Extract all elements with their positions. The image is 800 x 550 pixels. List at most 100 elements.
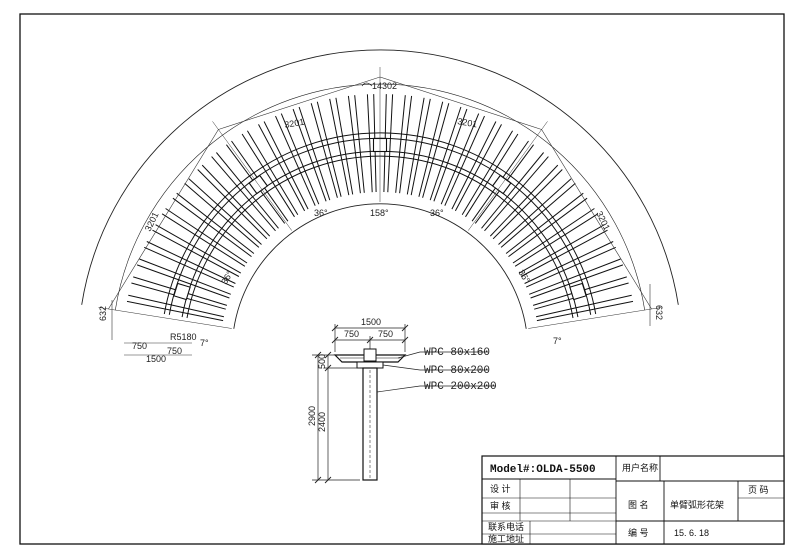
rafter-edge — [258, 124, 306, 212]
radial-dimension-line — [467, 121, 548, 231]
rafter-edge — [176, 192, 255, 254]
rafter-edge — [395, 95, 406, 193]
tick — [401, 336, 409, 344]
angle-top-left-label: 36° — [314, 208, 328, 218]
tick — [331, 336, 339, 344]
title-client-label: 用户名称 — [622, 462, 658, 473]
rafter-edge — [347, 95, 361, 194]
drawing-border — [19, 13, 785, 545]
rafter-edge — [440, 113, 480, 205]
angle-end-right-label: 7° — [553, 336, 562, 346]
rafter-edge — [508, 197, 588, 258]
rafter-edge — [152, 229, 240, 277]
title-block: Model#:OLDA-5500 用户名称 设 计 审 核 联系电话 施工地址 … — [481, 455, 785, 545]
tick — [314, 476, 322, 484]
label-wpc-beam: WPC 80x200 — [424, 365, 490, 377]
plan-dimension-lines — [98, 67, 662, 356]
title-design-label: 设 计 — [490, 483, 511, 494]
section-beam-cap — [356, 361, 384, 369]
section-post — [362, 367, 378, 481]
title-page-label: 页 码 — [748, 485, 769, 495]
radial-dimension-line — [528, 307, 662, 329]
angle-center-label: 158° — [370, 208, 389, 218]
rafter-edge — [366, 94, 373, 193]
chord-dimension-line — [379, 76, 542, 130]
rafter-edge — [201, 164, 271, 237]
section-view: 1500 750 750 500 2900 2400 WPC 80x160 WP… — [307, 317, 497, 484]
chord-dimension-line — [218, 76, 381, 130]
section-top-half-right-label: 750 — [378, 329, 393, 339]
bottom-half-right-label: 750 — [167, 346, 182, 356]
rafter-edge — [246, 130, 299, 215]
tick — [401, 324, 409, 332]
chord-top-right-label: 3201 — [457, 116, 478, 129]
rafter-edge — [406, 97, 425, 195]
angle-end-left-label: 7° — [200, 338, 209, 348]
post-square — [173, 282, 191, 301]
plan-rafters — [126, 94, 634, 322]
rafter-edge — [465, 133, 519, 218]
arc-length-label: 14302 — [372, 81, 397, 91]
chord-side-left-label: 3201 — [143, 210, 161, 232]
title-model: Model#:OLDA-5500 — [490, 464, 596, 476]
post-square — [569, 282, 587, 301]
rafter-edge — [172, 197, 252, 258]
tick — [324, 476, 332, 484]
angle-side-right-label: 36° — [516, 268, 532, 285]
leader-beam — [382, 364, 488, 371]
chord-top-left-label: 3201 — [284, 117, 305, 130]
rafter-edge — [520, 229, 608, 277]
outer-guide-arc — [81, 49, 679, 305]
bottom-total-label: 1500 — [146, 354, 166, 364]
title-contact-label: 联系电话 — [488, 521, 524, 532]
rafter-edge — [498, 178, 572, 245]
rafter-edge — [310, 103, 338, 198]
section-overall-height-label: 2900 — [307, 406, 317, 426]
angle-top-right-label: 36° — [430, 208, 444, 218]
end-width-left-label: 632 — [98, 306, 108, 321]
rafter-edge — [211, 156, 276, 232]
rafter-edge — [165, 208, 248, 264]
rafter-edge — [197, 169, 268, 240]
rafter-edge — [241, 133, 295, 218]
rafter-edge — [280, 113, 320, 205]
rafter-edge — [216, 152, 279, 229]
title-drawing-name-label: 图 名 — [628, 499, 649, 510]
rafter-edge — [512, 208, 595, 264]
rafter-edge — [316, 101, 342, 197]
title-block-frame — [481, 455, 785, 545]
title-review-label: 审 核 — [490, 500, 511, 511]
section-top-total-label: 1500 — [361, 317, 381, 327]
rafter-edge — [492, 169, 563, 240]
chord-dimension-line — [108, 129, 219, 310]
rafter-edge — [529, 258, 621, 295]
title-address-label: 施工地址 — [488, 533, 524, 544]
rafter-edge — [136, 264, 230, 299]
rafter-edge — [298, 106, 331, 201]
label-wpc-post: WPC 200x200 — [424, 381, 497, 393]
rafter-edge — [335, 97, 354, 195]
title-drawing-name: 单臂弧形花架 — [670, 499, 724, 510]
rafter-edge — [451, 121, 497, 210]
rafter-edge — [410, 98, 431, 196]
rafter-edge — [354, 95, 365, 193]
rafter-edge — [530, 264, 624, 299]
rafter-edge — [535, 294, 632, 318]
rafter-edge — [143, 246, 235, 288]
rafter-edge — [275, 115, 316, 206]
tick — [314, 351, 322, 359]
rafter-edge — [329, 98, 350, 196]
rafter-edge — [489, 164, 559, 237]
rafter-edge — [454, 124, 502, 212]
angle-side-left-label: 36° — [219, 269, 235, 286]
rafter-edge — [518, 224, 605, 274]
tick — [366, 336, 374, 344]
rafter-edge — [184, 183, 260, 248]
radius-label: R5180 — [170, 332, 197, 342]
section-post-height-label: 2400 — [317, 412, 327, 432]
rafter-edge — [484, 156, 549, 232]
rafter-edge — [444, 115, 485, 206]
rafter-edge — [433, 108, 468, 202]
rafter-edge — [525, 246, 617, 288]
